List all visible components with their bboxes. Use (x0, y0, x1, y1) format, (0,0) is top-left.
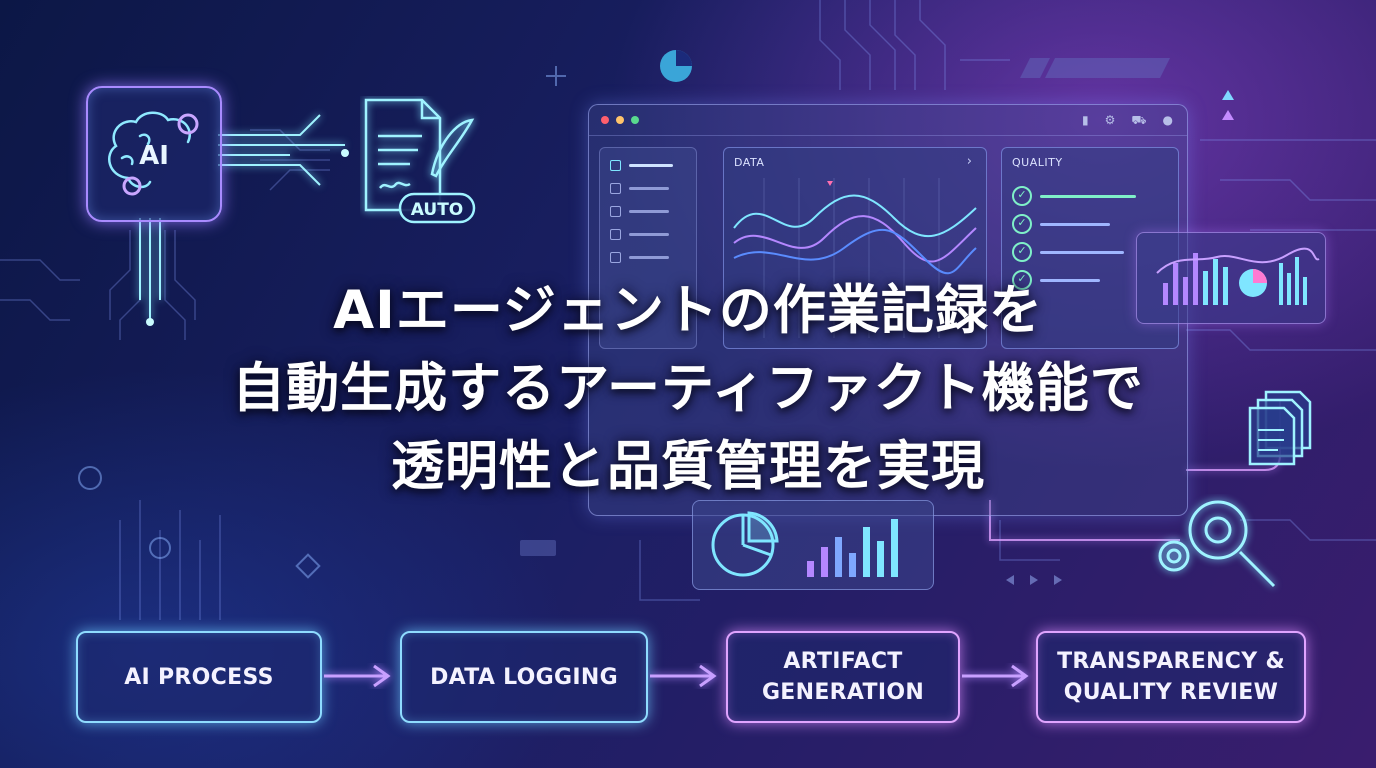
settings-icon[interactable] (610, 252, 621, 263)
grid-icon[interactable] (610, 160, 621, 171)
arrow-right-icon (324, 664, 391, 688)
flow-step-label: GENERATION (761, 680, 925, 705)
ai-badge-label: AI (139, 141, 169, 171)
quality-panel-title: QUALITY (1012, 156, 1063, 169)
mini-chart-card (1136, 232, 1326, 324)
arrow-right-icon (962, 664, 1029, 688)
close-dot[interactable] (601, 116, 609, 124)
headline-line-1: AIエージェントの作業記録を (333, 280, 1043, 341)
chevron-right-icon[interactable]: › (966, 154, 972, 169)
bar-chart-icon[interactable]: ▮ (1082, 113, 1089, 127)
flow-step-label: QUALITY REVIEW (1063, 680, 1279, 705)
pie-chart-icon (660, 50, 692, 82)
flow-step-transparency-review[interactable]: TRANSPARENCY & QUALITY REVIEW (1036, 631, 1306, 723)
gear-search-icon (1158, 500, 1276, 588)
brain-gear-icon: AI (108, 111, 199, 196)
flow-step-label: TRANSPARENCY & (1057, 649, 1285, 674)
link-icon[interactable] (610, 229, 621, 240)
headline-line-2: 自動生成するアーティファクト機能で (232, 358, 1144, 419)
wave-chart (733, 178, 977, 338)
check-icon[interactable]: ✓ (1012, 214, 1032, 234)
data-panel: DATA › (723, 147, 987, 349)
flow-step-ai-process[interactable]: AI PROCESS (76, 631, 322, 723)
headline: AIエージェントの作業記録を 自動生成するアーティファクト機能で 透明性と品質管… (0, 272, 1376, 506)
check-icon[interactable]: ✓ (1012, 186, 1032, 206)
flow-step-label: DATA LOGGING (430, 664, 618, 690)
window-titlebar: ▮ ⚙ ⛟ ● (589, 105, 1187, 136)
bottom-chart-card (692, 500, 934, 590)
flow-step-label: ARTIFACT (783, 649, 903, 674)
bar-chart-icon (1156, 247, 1320, 305)
cart-icon[interactable]: ⛟ (1131, 113, 1147, 127)
check-icon[interactable]: ✓ (1012, 270, 1032, 290)
documents-stack-icon (1248, 390, 1312, 466)
minimize-dot[interactable] (616, 116, 624, 124)
data-panel-title: DATA (734, 156, 765, 169)
document-quill-icon: AUTO (364, 98, 476, 224)
auto-document-card: AUTO (360, 96, 480, 230)
headline-line-3: 透明性と品質管理を実現 (391, 436, 985, 497)
user-icon[interactable]: ● (1162, 113, 1173, 127)
auto-badge-label: AUTO (411, 200, 464, 220)
gear-icon[interactable]: ⚙ (1104, 113, 1116, 127)
window-sidebar (599, 147, 697, 349)
check-icon[interactable]: ✓ (1012, 242, 1032, 262)
maximize-dot[interactable] (631, 116, 639, 124)
flow-step-data-logging[interactable]: DATA LOGGING (400, 631, 648, 723)
bar-chart-icon (807, 519, 898, 577)
arrow-right-icon (650, 664, 717, 688)
pie-chart-icon (711, 511, 779, 577)
ai-brain-card: AI (86, 86, 222, 222)
flow-step-artifact-generation[interactable]: ARTIFACT GENERATION (726, 631, 960, 723)
file-icon[interactable] (610, 183, 621, 194)
flow-step-label: AI PROCESS (124, 664, 274, 690)
folder-icon[interactable] (610, 206, 621, 217)
